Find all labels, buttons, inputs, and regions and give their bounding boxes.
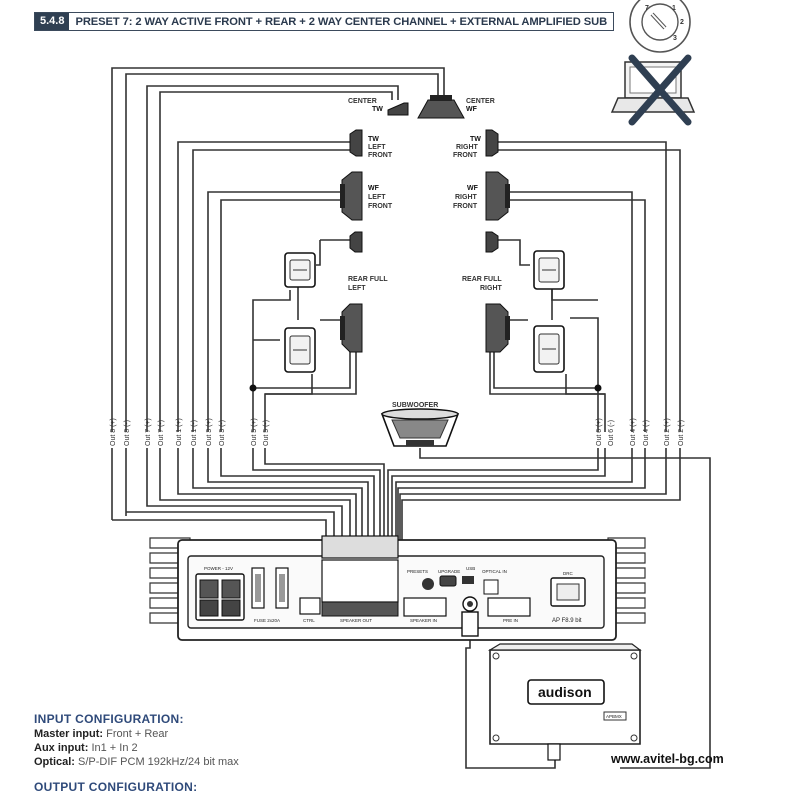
drc-label: DRC <box>563 571 573 576</box>
woofer-rear-left-icon <box>340 303 363 353</box>
website-url: www.avitel-bg.com <box>611 752 724 766</box>
fuse-label: FUSE 2x20A <box>254 618 280 623</box>
out-3-plus-label: Out 3 (+) <box>206 418 213 446</box>
subwoofer-label: SUBWOOFER <box>392 402 438 409</box>
out-7-plus-label: Out 7 (+) <box>145 418 152 446</box>
rear-full-left-label-line2: LEFT <box>348 285 366 292</box>
out-8-plus-label: Out 8 (+) <box>110 418 117 446</box>
out-6-plus-label: Out 6 (+) <box>596 418 603 446</box>
woofer-left-front-icon <box>340 171 363 221</box>
tw-left-front-label-line2: LEFT <box>368 144 386 151</box>
center-tw-label-line2: TW <box>372 106 383 113</box>
section-number: 5.4.8 <box>35 13 70 30</box>
out-8-minus-label: Out 8 (-) <box>124 420 131 446</box>
center-tweeter-icon <box>387 102 409 116</box>
section-header: 5.4.8 PRESET 7: 2 WAY ACTIVE FRONT + REA… <box>34 12 615 31</box>
output-configuration-title: OUTPUT CONFIGURATION: <box>34 780 198 794</box>
dial-number-1: 1 <box>672 5 676 12</box>
power-label: POWER - 12V <box>204 566 233 571</box>
speaker-out-label: SPEAKER OUT <box>340 618 372 623</box>
dial-number-2: 2 <box>680 19 684 26</box>
aux-input-label: Aux input: <box>34 742 89 754</box>
out-5-plus-label: Out 5 (+) <box>251 418 258 446</box>
tw-right-front-label-line3: FRONT <box>453 152 478 159</box>
speaker-in-label: SPEAKER IN <box>410 618 437 623</box>
speaker-wires <box>111 67 711 769</box>
tweeter-right-front-icon <box>485 129 499 157</box>
dial-number-7: 7 <box>645 5 649 12</box>
out-4-plus-label: Out 4 (+) <box>630 418 637 446</box>
out-4-minus-label: Out 4 (-) <box>643 420 650 446</box>
out-7-minus-label: Out 7 (-) <box>158 420 165 446</box>
woofer-right-front-icon <box>485 171 510 221</box>
master-input-label: Master input: <box>34 728 104 740</box>
center-wf-label-line2: WF <box>466 106 478 113</box>
rear-full-left-label-line1: REAR FULL <box>348 276 388 283</box>
external-amp-badge: APBMX <box>606 714 622 719</box>
wf-right-front-label-line2: RIGHT <box>455 194 478 201</box>
amplifier <box>149 535 646 641</box>
wf-left-front-label-line1: WF <box>368 185 380 192</box>
external-amplifier <box>487 643 642 761</box>
master-input-value: Front + Rear <box>106 728 169 740</box>
wf-left-front-label-line3: FRONT <box>368 203 393 210</box>
audison-logo: audison <box>538 684 592 700</box>
tweeter-rear-left-icon <box>349 231 363 253</box>
woofer-rear-right-icon <box>485 303 510 353</box>
rear-full-right-label-line2: RIGHT <box>480 285 503 292</box>
crossover-rear-left-bottom-icon <box>284 327 316 373</box>
wf-right-front-label-line1: WF <box>467 185 479 192</box>
aux-input-value: In1 + In 2 <box>91 742 138 754</box>
out-6-minus-label: Out 6 (-) <box>608 420 615 446</box>
input-configuration: INPUT CONFIGURATION: Master input: Front… <box>34 712 239 769</box>
dial-number-3: 3 <box>673 35 677 42</box>
ctrl-label: CTRL <box>303 618 315 623</box>
laptop-crossed-icon <box>610 54 696 126</box>
optical-input-label: Optical: <box>34 756 75 768</box>
rotary-selector-icon: 7 1 2 3 <box>629 0 691 53</box>
subwoofer-icon <box>380 408 460 447</box>
upgrade-label: UPGRADE <box>438 569 460 574</box>
tw-right-front-label-line2: RIGHT <box>456 144 479 151</box>
input-configuration-title: INPUT CONFIGURATION: <box>34 712 184 726</box>
junction-dots <box>249 384 602 392</box>
out-5-minus-label: Out 5 (-) <box>263 420 270 446</box>
tw-left-front-label-line1: TW <box>368 136 379 143</box>
amplifier-model-label: AP F8.9 bit <box>552 618 582 624</box>
out-3-minus-label: Out 3 (-) <box>219 420 226 446</box>
rear-full-right-label-line1: REAR FULL <box>462 276 502 283</box>
usb-label: USB <box>466 566 475 571</box>
presets-label: PRESETS <box>407 569 428 574</box>
section-title: PRESET 7: 2 WAY ACTIVE FRONT + REAR + 2 … <box>75 15 608 28</box>
out-2-minus-label: Out 2 (-) <box>678 420 685 446</box>
crossover-rear-right-top-icon <box>533 250 565 290</box>
center-tw-label-line1: CENTER <box>348 98 377 105</box>
wf-right-front-label-line3: FRONT <box>453 203 478 210</box>
output-labels: Out 8 (+) Out 8 (-) Out 7 (+) Out 7 (-) … <box>110 418 685 446</box>
aux-input-row: Aux input: In1 + In 2 <box>34 741 239 755</box>
pre-in-label: PRE IN <box>503 618 518 623</box>
optical-input-row: Optical: S/P-DIF PCM 192kHz/24 bit max <box>34 755 239 769</box>
master-input-row: Master input: Front + Rear <box>34 727 239 741</box>
tweeter-rear-right-icon <box>485 231 499 253</box>
tw-right-front-label-line1: TW <box>470 136 481 143</box>
crossover-rear-left-top-icon <box>284 252 316 288</box>
wf-left-front-label-line2: LEFT <box>368 194 386 201</box>
crossover-rear-right-bottom-icon <box>533 325 565 373</box>
tw-left-front-label-line3: FRONT <box>368 152 393 159</box>
out-1-minus-label: Out 1 (-) <box>191 420 198 446</box>
center-wf-label-line1: CENTER <box>466 98 495 105</box>
out-2-plus-label: Out 2 (+) <box>664 418 671 446</box>
optical-input-value: S/P-DIF PCM 192kHz/24 bit max <box>78 756 239 768</box>
tweeter-left-front-icon <box>349 129 363 157</box>
center-woofer-icon <box>417 95 465 119</box>
out-1-plus-label: Out 1 (+) <box>176 418 183 446</box>
optical-in-label: OPTICAL IN <box>482 569 507 574</box>
